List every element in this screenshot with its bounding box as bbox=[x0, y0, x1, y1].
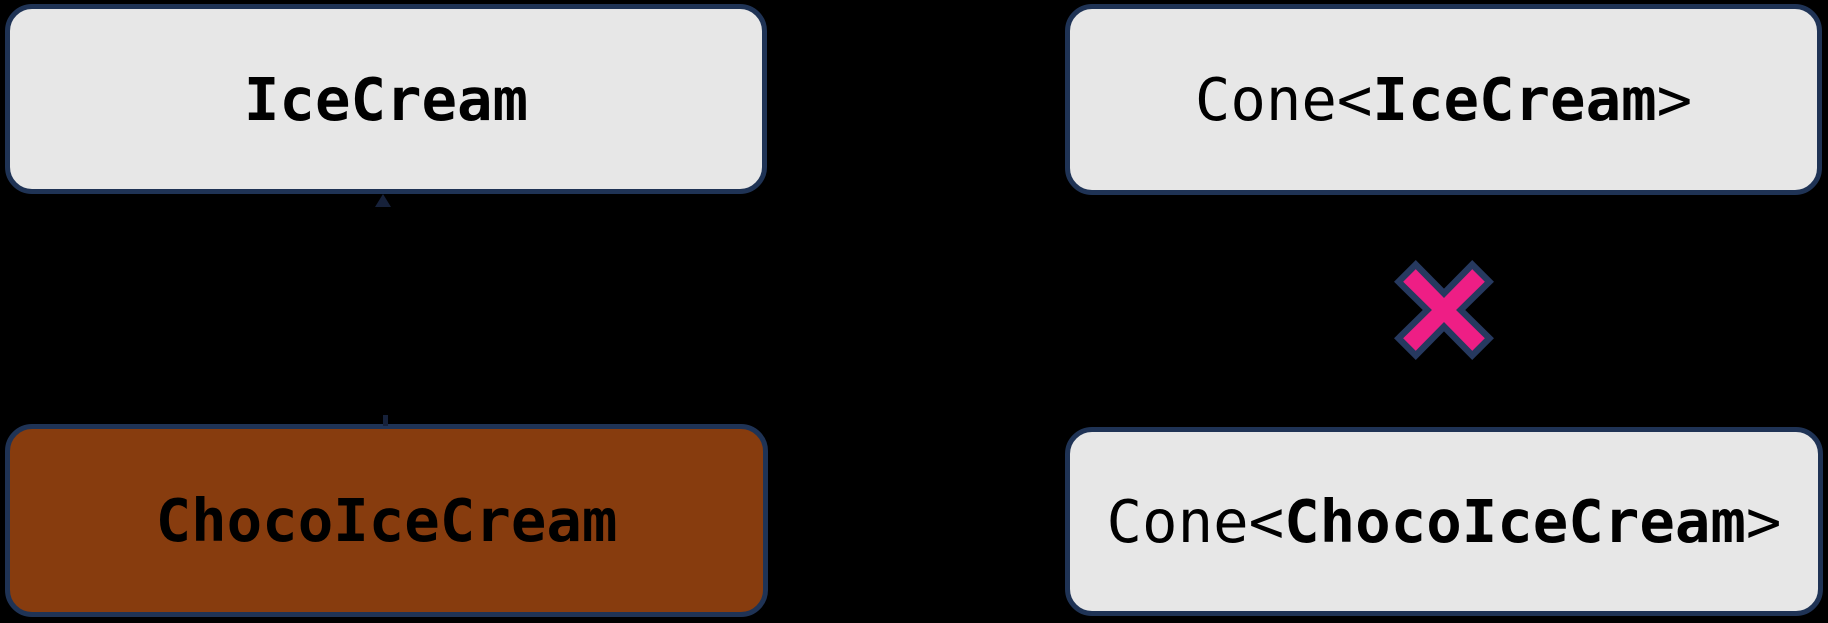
node-label: ChocoIceCream bbox=[156, 491, 618, 550]
node-cone-chocoicecream: Cone<ChocoIceCream> bbox=[1065, 427, 1823, 616]
node-label-suffix: > bbox=[1656, 65, 1693, 134]
node-label-suffix: > bbox=[1745, 487, 1782, 556]
node-chocoicecream: ChocoIceCream bbox=[5, 424, 768, 617]
node-label-name: IceCream bbox=[1372, 65, 1657, 134]
arrowhead-up-icon bbox=[375, 194, 391, 207]
node-label-name: ChocoIceCream bbox=[155, 486, 618, 555]
node-cone-icecream: Cone<IceCream> bbox=[1065, 4, 1822, 195]
node-label-name: ChocoIceCream bbox=[1284, 487, 1746, 556]
node-label: Cone<IceCream> bbox=[1195, 70, 1692, 129]
arrow-tail-artifact bbox=[383, 415, 388, 426]
node-label-name: IceCream bbox=[243, 64, 529, 134]
node-label-prefix: Cone< bbox=[1194, 65, 1373, 134]
x-mark-shape bbox=[1394, 260, 1494, 360]
node-label: IceCream bbox=[244, 70, 528, 129]
not-subtype-x-icon bbox=[1394, 260, 1494, 360]
node-label-prefix: Cone< bbox=[1106, 487, 1285, 556]
node-icecream: IceCream bbox=[5, 4, 767, 194]
node-label: Cone<ChocoIceCream> bbox=[1107, 492, 1782, 551]
